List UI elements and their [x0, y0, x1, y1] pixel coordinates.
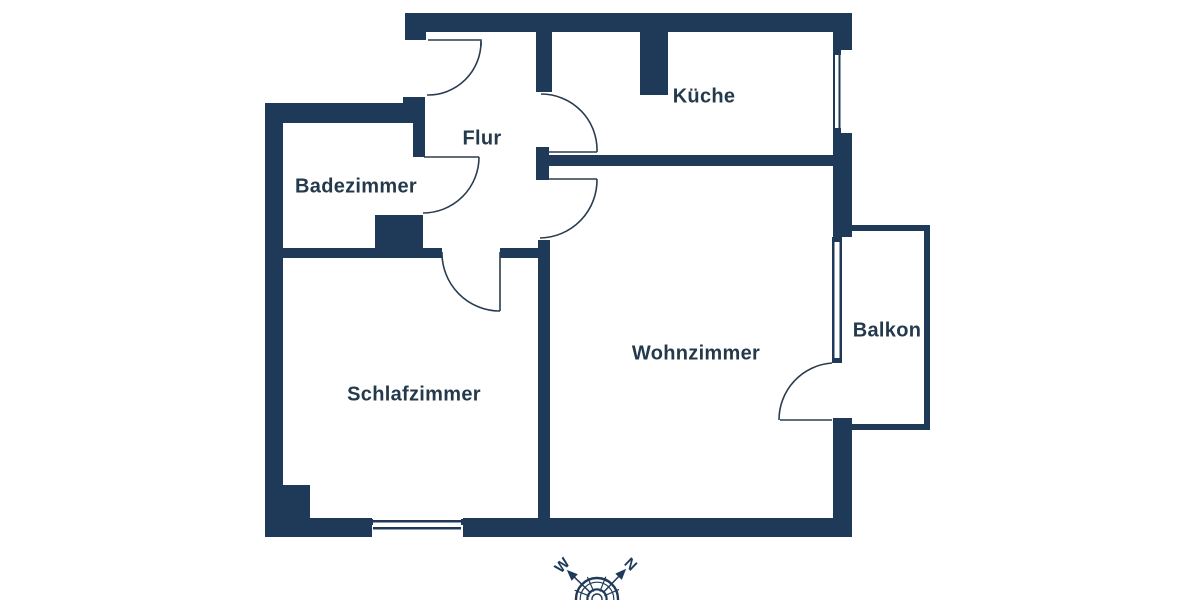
room-label-flur: Flur: [462, 127, 502, 150]
kitchen-window: [833, 50, 841, 133]
room-label-badezimmer: Badezimmer: [295, 175, 417, 198]
wall-bath-corner: [403, 97, 425, 123]
wall-bottom-left: [265, 518, 372, 537]
balcony-outline: [841, 225, 930, 430]
wall-entry-jamb: [405, 32, 426, 40]
wall-bedroom-top-left: [265, 248, 442, 258]
wall-right-lower: [833, 418, 852, 537]
room-label-balkon: Balkon: [852, 319, 922, 342]
room-label-kueche: Küche: [672, 85, 736, 108]
bedroom-door: [441, 251, 501, 312]
balcony-door: [778, 362, 833, 421]
compass-spokes: [574, 576, 620, 597]
balcony-window: [832, 237, 842, 363]
wall-right-upper: [833, 13, 852, 50]
wall-bottom-right: [463, 518, 852, 537]
living-room-door: [539, 178, 598, 239]
wall-bedroom-top-right: [500, 248, 550, 258]
wall-left: [265, 103, 283, 537]
walls: [265, 13, 852, 537]
wall-right-mid: [833, 133, 852, 237]
wall-bath-right: [413, 123, 425, 157]
room-label-schlafzimmer: Schlafzimmer: [347, 383, 481, 406]
wall-hall-kitchen-divider: [536, 32, 552, 92]
wall-kitchen-stub: [640, 30, 668, 95]
wall-bedroom-pillar: [283, 485, 310, 518]
compass-north-arm: N: [602, 555, 640, 594]
wall-top: [405, 13, 852, 32]
compass-west-arm: W: [551, 554, 592, 594]
wall-kitchen-living: [536, 155, 833, 166]
entry-door: [426, 39, 482, 96]
wall-bedroom-living-divider: [538, 240, 550, 518]
room-label-wohnzimmer: Wohnzimmer: [631, 342, 761, 365]
wall-bath-top: [265, 103, 420, 123]
bedroom-window: [366, 519, 468, 530]
bathroom-door: [422, 156, 480, 214]
kitchen-door: [540, 93, 598, 153]
wall-bath-pillar: [375, 215, 423, 248]
